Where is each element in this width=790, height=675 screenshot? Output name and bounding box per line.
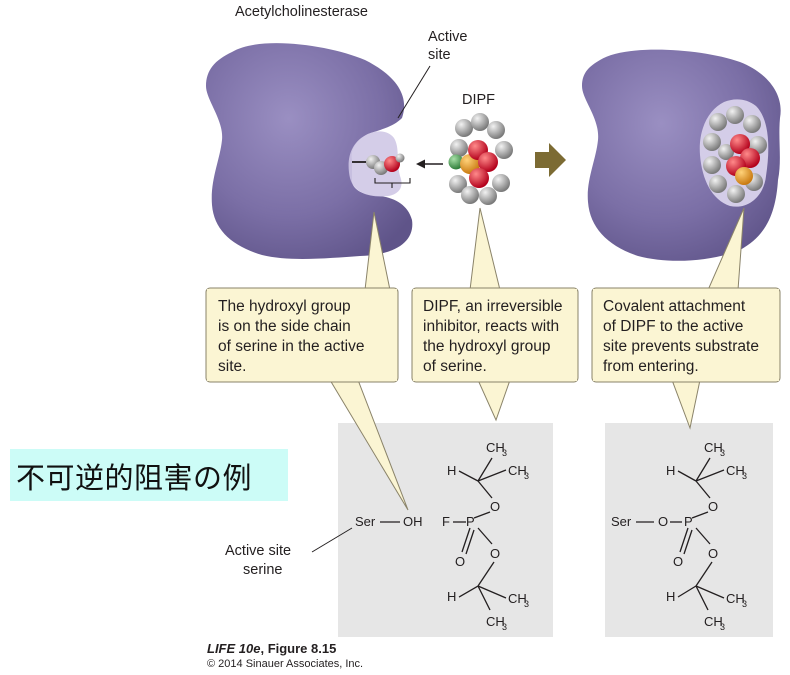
svg-text:CH: CH xyxy=(486,440,505,455)
callout-middle-line3: the hydroxyl group xyxy=(423,338,551,355)
callout-middle-pointer-bottom xyxy=(477,379,511,422)
panel-dipf-structure xyxy=(338,423,553,637)
dipf-label: DIPF xyxy=(462,92,495,108)
svg-text:O: O xyxy=(658,514,668,529)
svg-text:CH: CH xyxy=(508,463,527,478)
active-site-label-line2: site xyxy=(428,47,451,63)
figure-ref: , Figure 8.15 xyxy=(260,641,337,656)
svg-text:Ser: Ser xyxy=(611,514,632,529)
enzyme-title: Acetylcholinesterase xyxy=(235,4,368,20)
callout-middle-line1: DIPF, an irreversible xyxy=(423,298,563,315)
svg-text:O: O xyxy=(673,554,683,569)
svg-text:H: H xyxy=(447,463,456,478)
svg-text:3: 3 xyxy=(742,471,747,481)
svg-text:H: H xyxy=(447,589,456,604)
svg-text:P: P xyxy=(684,514,693,529)
svg-text:P: P xyxy=(466,514,475,529)
svg-text:3: 3 xyxy=(524,599,529,609)
callout-middle-line2: inhibitor, reacts with xyxy=(423,318,559,335)
svg-text:O: O xyxy=(455,554,465,569)
callout-left-line2: is on the side chain xyxy=(218,318,351,335)
svg-text:CH: CH xyxy=(726,463,745,478)
svg-text:3: 3 xyxy=(502,622,507,632)
figure-credit: LIFE 10e, Figure 8.15 xyxy=(207,641,336,656)
svg-text:3: 3 xyxy=(720,622,725,632)
serine-structure: Ser OH xyxy=(355,514,423,529)
callout-right-line1: Covalent attachment xyxy=(603,298,746,315)
panel-product-structure xyxy=(605,423,773,637)
callout-left-line1: The hydroxyl group xyxy=(218,298,351,315)
jp-title: 不可逆的阻害の例 xyxy=(16,461,253,495)
callout-left-line3: of serine in the active xyxy=(218,338,364,355)
svg-text:O: O xyxy=(708,546,718,561)
callout-left-line4: site. xyxy=(218,358,246,375)
svg-text:3: 3 xyxy=(742,599,747,609)
reaction-arrow-large xyxy=(535,143,566,177)
svg-text:O: O xyxy=(708,499,718,514)
active-site-serine-line1: Active site xyxy=(225,543,291,559)
callout-right-pointer-bottom xyxy=(671,379,701,430)
svg-text:3: 3 xyxy=(524,471,529,481)
dipf-structure: CH3 H CH3 O F P O O H CH3 CH3 xyxy=(442,440,529,632)
enzyme-left xyxy=(206,43,413,259)
callout-right-line2: of DIPF to the active xyxy=(603,318,743,335)
active-site-serine-line2: serine xyxy=(243,562,283,578)
jp-title-banner xyxy=(10,449,288,501)
callout-right-line4: from entering. xyxy=(603,358,699,375)
reaction-arrow-small xyxy=(416,159,443,169)
active-site-leader xyxy=(397,65,431,119)
product-structure: CH3 H CH3 O Ser O P O O H CH3 CH3 xyxy=(611,440,747,632)
svg-text:CH: CH xyxy=(726,591,745,606)
svg-text:H: H xyxy=(666,463,675,478)
svg-text:CH: CH xyxy=(704,440,723,455)
dipf-molecule xyxy=(448,113,513,205)
active-site-serine-leader xyxy=(311,527,353,553)
svg-text:F: F xyxy=(442,514,450,529)
active-site-label-line1: Active xyxy=(428,29,468,45)
svg-text:CH: CH xyxy=(486,614,505,629)
callout-middle-line4: of serine. xyxy=(423,358,487,375)
figure-book-title: LIFE 10e xyxy=(207,641,261,656)
oh-label: OH xyxy=(403,514,423,529)
callout-middle-pointer xyxy=(469,207,501,291)
svg-text:O: O xyxy=(490,546,500,561)
svg-text:3: 3 xyxy=(720,448,725,458)
svg-text:CH: CH xyxy=(508,591,527,606)
copyright: © 2014 Sinauer Associates, Inc. xyxy=(207,658,364,670)
svg-text:O: O xyxy=(490,499,500,514)
enzyme-right xyxy=(582,49,781,261)
callout-right-line3: site prevents substrate xyxy=(603,338,759,355)
svg-text:CH: CH xyxy=(704,614,723,629)
svg-text:H: H xyxy=(666,589,675,604)
ser-label: Ser xyxy=(355,514,376,529)
svg-text:3: 3 xyxy=(502,448,507,458)
